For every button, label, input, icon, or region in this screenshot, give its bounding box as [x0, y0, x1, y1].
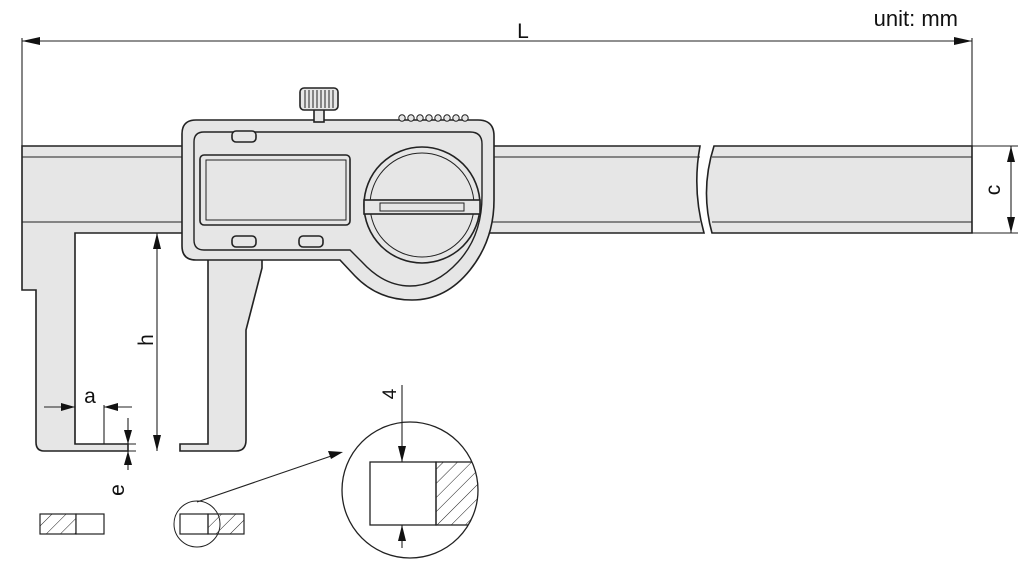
dimension-tip-thickness — [104, 418, 136, 470]
lcd-display — [199, 154, 351, 226]
caliper-head — [181, 119, 495, 301]
main-beam — [21, 145, 973, 452]
top-button — [231, 130, 257, 143]
tip-thickness-label: e — [106, 484, 129, 496]
detail-size-label: 4 — [380, 388, 401, 399]
top-knurl — [398, 114, 469, 122]
zero-button — [231, 235, 257, 248]
dimension-jaw-depth — [153, 233, 161, 451]
thickness-label: c — [982, 185, 1005, 196]
unit-label: unit: mm — [874, 6, 958, 31]
beam-right — [705, 145, 973, 234]
dimension-thickness — [972, 145, 1018, 234]
detail-leader — [196, 451, 343, 503]
moving-jaw — [179, 239, 263, 452]
locking-screw — [299, 87, 339, 123]
tip-cross-section-right — [173, 500, 245, 548]
mode-button — [298, 235, 324, 248]
tip-cross-section-left — [39, 513, 105, 535]
dimension-tip-width — [44, 403, 132, 444]
magnified-detail — [341, 385, 479, 559]
tip-width-label: a — [84, 385, 96, 408]
jaw-depth-label: h — [135, 334, 158, 346]
dimension-length — [21, 18, 973, 146]
length-label: L — [517, 20, 529, 43]
